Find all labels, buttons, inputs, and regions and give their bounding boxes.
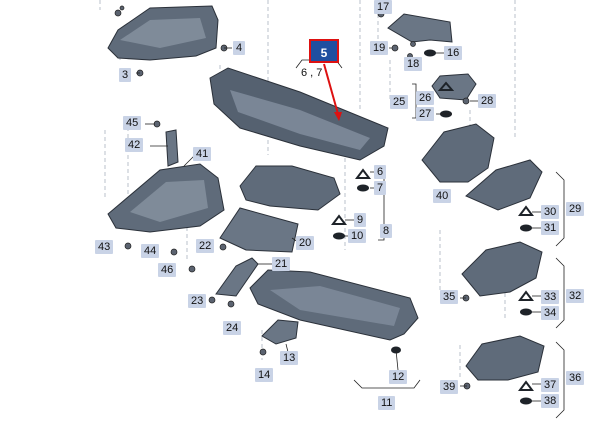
part-label-31[interactable]: 31 [541, 221, 560, 235]
part-label-43[interactable]: 43 [95, 240, 114, 254]
part-label-22[interactable]: 22 [196, 239, 215, 253]
part-label-45[interactable]: 45 [123, 116, 142, 130]
part-label-7[interactable]: 7 [374, 181, 387, 195]
part-42 [165, 129, 179, 167]
part-label-4[interactable]: 4 [233, 41, 246, 55]
part-label-18[interactable]: 18 [404, 57, 423, 71]
part-5-detail [230, 90, 370, 150]
part-label-20[interactable]: 20 [296, 236, 315, 250]
part-label-21[interactable]: 21 [272, 257, 291, 271]
part-label-41[interactable]: 41 [193, 147, 212, 161]
part-label-37[interactable]: 37 [541, 378, 560, 392]
part-label-10[interactable]: 10 [348, 229, 367, 243]
panel-11-detail [270, 286, 400, 326]
part-21 [215, 257, 259, 297]
part-label-36[interactable]: 36 [566, 371, 585, 385]
shield-top-left-detail [120, 18, 206, 48]
part-label-27[interactable]: 27 [416, 107, 435, 121]
highlight-arrow [323, 63, 342, 121]
part-label-33[interactable]: 33 [541, 290, 560, 304]
part-label-13[interactable]: 13 [280, 351, 299, 365]
bracket-13 [261, 319, 299, 345]
part-label-23[interactable]: 23 [188, 294, 207, 308]
part-label-35[interactable]: 35 [440, 290, 459, 304]
part-label-30[interactable]: 30 [541, 205, 560, 219]
bracket-top-right [387, 13, 453, 43]
clips [333, 49, 532, 405]
part-label-34[interactable]: 34 [541, 306, 560, 320]
part-label-16[interactable]: 16 [444, 46, 463, 60]
shield-41-detail [130, 180, 208, 222]
part-label-3[interactable]: 3 [119, 68, 132, 82]
part-label-8[interactable]: 8 [380, 224, 393, 238]
part-label-29[interactable]: 29 [566, 202, 585, 216]
part-label-46[interactable]: 46 [158, 263, 177, 277]
callout-part-5[interactable]: 5 [309, 39, 339, 63]
part-label-6[interactable]: 6 [374, 165, 387, 179]
part-label-6-7[interactable]: 6 , 7 [301, 67, 323, 79]
part-label-25[interactable]: 25 [390, 95, 409, 109]
part-label-42[interactable]: 42 [125, 138, 144, 152]
part-label-17[interactable]: 17 [374, 0, 393, 14]
part-label-28[interactable]: 28 [478, 94, 497, 108]
center-shield [239, 165, 341, 211]
part-label-19[interactable]: 19 [370, 41, 389, 55]
part-label-38[interactable]: 38 [541, 394, 560, 408]
part-label-24[interactable]: 24 [223, 321, 242, 335]
part-label-14[interactable]: 14 [255, 368, 274, 382]
part-label-26[interactable]: 26 [416, 91, 435, 105]
part-label-11[interactable]: 11 [378, 396, 396, 410]
panel-20 [219, 207, 299, 253]
panel-29 [465, 159, 543, 211]
part-label-40[interactable]: 40 [433, 189, 452, 203]
leader-lines [136, 47, 542, 402]
part-label-32[interactable]: 32 [566, 289, 585, 303]
bracket-26 [431, 73, 477, 101]
part-label-44[interactable]: 44 [141, 244, 160, 258]
part-label-39[interactable]: 39 [440, 380, 459, 394]
part-label-9[interactable]: 9 [354, 213, 367, 227]
part-label-12[interactable]: 12 [389, 370, 408, 384]
shield-40 [421, 123, 495, 183]
shield-32 [461, 241, 543, 297]
clip-rings [331, 81, 534, 391]
shield-36 [465, 335, 545, 381]
